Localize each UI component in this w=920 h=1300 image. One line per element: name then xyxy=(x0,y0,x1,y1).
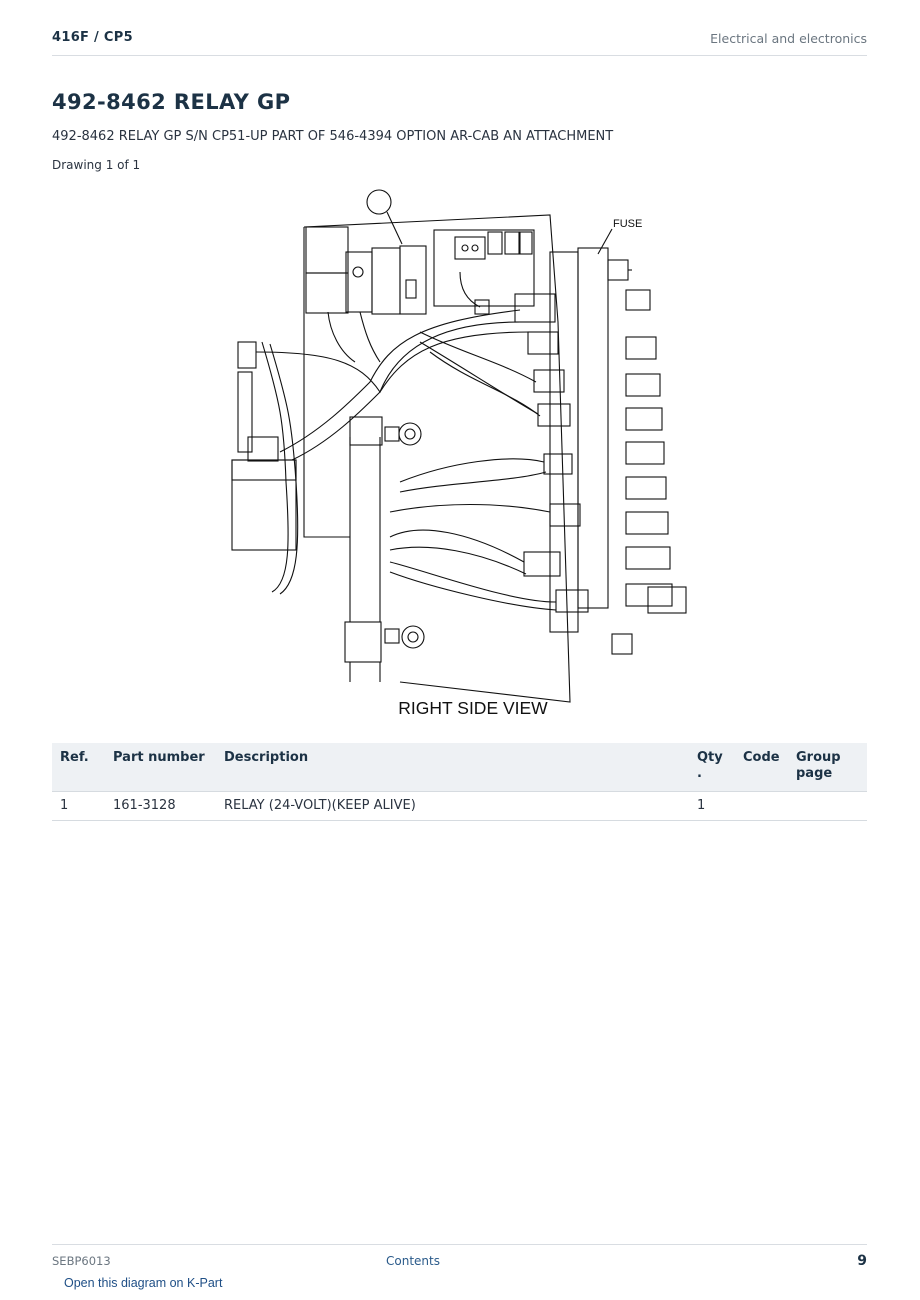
model-label: 416F / CP5 xyxy=(52,30,133,45)
drawing-count: Drawing 1 of 1 xyxy=(52,158,141,172)
ref-callout-circle xyxy=(366,189,392,215)
col-part-number: Part number xyxy=(105,743,216,792)
row-ref: 1 xyxy=(52,791,105,821)
row-code xyxy=(735,791,788,821)
kpart-link[interactable]: Open this diagram on K-Part xyxy=(64,1276,223,1290)
col-code: Code xyxy=(735,743,788,792)
section-label: Electrical and electronics xyxy=(710,31,867,46)
col-qty: Qty . xyxy=(689,743,735,792)
doc-id: SEBP6013 xyxy=(52,1254,111,1268)
row-part-number: 161-3128 xyxy=(105,791,216,821)
row-group-page xyxy=(788,791,867,821)
page-header: 416F / CP5 Electrical and electronics xyxy=(52,28,867,56)
row-description: RELAY (24-VOLT)(KEEP ALIVE) xyxy=(216,791,689,821)
col-group-page: Group page xyxy=(788,743,867,792)
fuse-label: FUSE xyxy=(613,218,643,230)
figure-caption: RIGHT SIDE VIEW xyxy=(398,698,548,718)
parts-table-header: Ref. Part number Description Qty . Code … xyxy=(52,743,867,792)
page-title: 492-8462 RELAY GP xyxy=(52,90,291,114)
parts-table: Ref. Part number Description Qty . Code … xyxy=(52,743,867,821)
page-subtitle: 492-8462 RELAY GP S/N CP51-UP PART OF 54… xyxy=(52,129,614,144)
col-description: Description xyxy=(216,743,689,792)
relay-diagram: FUSE RIGHT SIDE VIEW xyxy=(220,182,720,722)
row-qty: 1 xyxy=(689,791,735,821)
table-row: 1 161-3128 RELAY (24-VOLT)(KEEP ALIVE) 1 xyxy=(52,791,867,821)
relay-diagram-drawing xyxy=(231,189,687,703)
contents-link[interactable]: Contents xyxy=(386,1254,440,1268)
page-footer: SEBP6013 Contents 9 xyxy=(52,1244,867,1275)
col-ref: Ref. xyxy=(52,743,105,792)
page-number: 9 xyxy=(857,1253,867,1269)
